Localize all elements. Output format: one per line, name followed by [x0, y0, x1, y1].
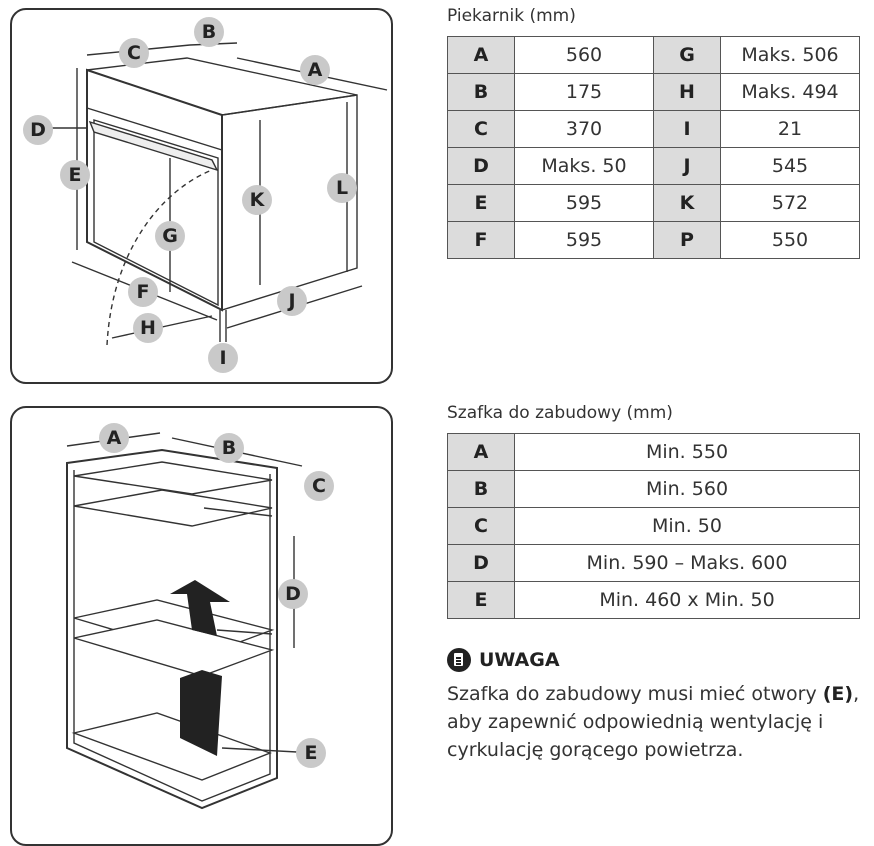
- row-key: D: [447, 544, 515, 582]
- svg-text:C: C: [312, 475, 326, 497]
- note-text: Szafka do zabudowy musi mieć otwory (E),…: [447, 680, 862, 764]
- row-value: Maks. 494: [720, 73, 860, 111]
- row-key: K: [653, 184, 721, 222]
- oven-diagram-labels: C B A D E G K L F H J I: [23, 17, 357, 373]
- svg-text:A: A: [107, 427, 122, 449]
- row-value: Maks. 50: [514, 147, 654, 185]
- oven-dimension-diagram: C B A D E G K L F H J I: [23, 17, 388, 373]
- svg-text:D: D: [285, 583, 301, 605]
- row-key: C: [447, 507, 515, 545]
- oven-table-title: Piekarnik (mm): [447, 6, 576, 26]
- svg-text:E: E: [305, 742, 318, 764]
- note-text-bold: (E): [822, 683, 854, 705]
- svg-text:L: L: [336, 177, 348, 199]
- row-value: 370: [514, 110, 654, 148]
- row-value: Maks. 506: [720, 36, 860, 74]
- row-value: 595: [514, 221, 654, 259]
- row-key: B: [447, 73, 515, 111]
- row-key: B: [447, 470, 515, 508]
- svg-text:F: F: [137, 281, 150, 303]
- row-key: F: [447, 221, 515, 259]
- row-value: Min. 460 x Min. 50: [514, 581, 860, 619]
- svg-text:H: H: [140, 317, 156, 339]
- row-key: A: [447, 36, 515, 74]
- svg-text:B: B: [222, 437, 236, 459]
- note-heading: UWAGA: [447, 648, 560, 672]
- row-key: E: [447, 184, 515, 222]
- row-value: 572: [720, 184, 860, 222]
- cabinet-diagram-panel: A B C D E: [10, 406, 393, 846]
- row-key: I: [653, 110, 721, 148]
- note-text-before: Szafka do zabudowy musi mieć otwory: [447, 683, 823, 705]
- row-key: J: [653, 147, 721, 185]
- row-value: 175: [514, 73, 654, 111]
- row-key: E: [447, 581, 515, 619]
- row-value: Min. 50: [514, 507, 860, 545]
- svg-text:I: I: [219, 347, 226, 369]
- svg-text:J: J: [286, 290, 295, 312]
- svg-text:K: K: [250, 189, 266, 211]
- svg-text:A: A: [308, 59, 323, 81]
- svg-text:D: D: [30, 119, 46, 141]
- row-key: P: [653, 221, 721, 259]
- svg-text:C: C: [127, 42, 141, 64]
- row-key: D: [447, 147, 515, 185]
- row-value: Min. 550: [514, 433, 860, 471]
- cabinet-table-title: Szafka do zabudowy (mm): [447, 403, 673, 423]
- cabinet-dimension-diagram: A B C D E: [66, 423, 334, 810]
- svg-text:G: G: [162, 225, 178, 247]
- row-key: C: [447, 110, 515, 148]
- row-value: 550: [720, 221, 860, 259]
- oven-diagram-panel: C B A D E G K L F H J I: [10, 8, 393, 384]
- row-value: 560: [514, 36, 654, 74]
- svg-text:B: B: [202, 21, 216, 43]
- row-key: G: [653, 36, 721, 74]
- svg-text:E: E: [69, 164, 82, 186]
- row-value: Min. 560: [514, 470, 860, 508]
- cabinet-diagram-labels: A B C D E: [99, 423, 334, 768]
- row-value: Min. 590 – Maks. 600: [514, 544, 860, 582]
- row-value: 545: [720, 147, 860, 185]
- note-title-text: UWAGA: [479, 649, 560, 671]
- row-key: H: [653, 73, 721, 111]
- note-icon: [447, 648, 471, 672]
- row-key: A: [447, 433, 515, 471]
- row-value: 21: [720, 110, 860, 148]
- row-value: 595: [514, 184, 654, 222]
- note-text-after: , aby zapewnić odpowiednią wentylację i …: [447, 683, 860, 761]
